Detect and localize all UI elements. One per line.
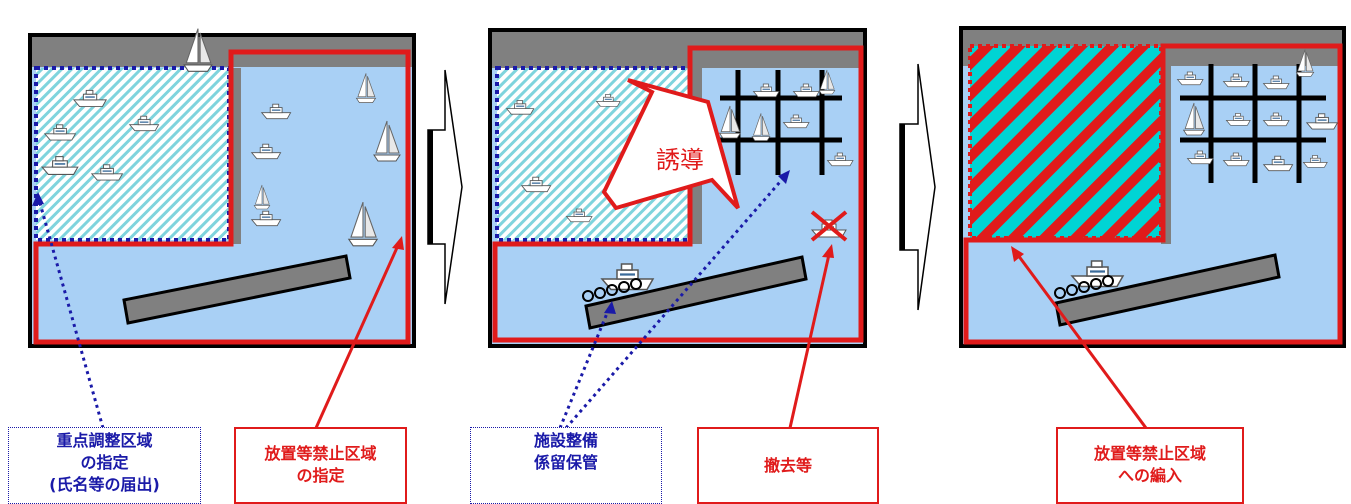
pointer-incorporation (1013, 250, 1148, 429)
prohibited-zone-outline (492, 45, 864, 343)
label-prohibited-line2: の指定 (296, 466, 345, 485)
label-facility-line1: 施設整備 (533, 431, 598, 450)
label-incorporation-line2: への編入 (1117, 466, 1182, 485)
incorporated-zone (968, 44, 1163, 240)
priority-zone (34, 66, 231, 242)
pointer-lines (32, 170, 1148, 429)
prohibited-zone-outline (963, 43, 1343, 345)
panel-before (28, 27, 416, 348)
step-arrow-2 (899, 63, 936, 311)
label-removal: 撤去等 (697, 427, 879, 504)
pier (584, 255, 808, 330)
pointer-facility-a (558, 305, 612, 429)
guidance-arrow (601, 78, 740, 211)
label-prohibited-zone: 放置等禁止区域 の指定 (234, 427, 407, 504)
pier (1054, 253, 1281, 327)
prohibited-zone-outline (33, 49, 411, 345)
label-incorporation-line1: 放置等禁止区域 (1093, 444, 1206, 463)
label-incorporation: 放置等禁止区域 への編入 (1056, 427, 1244, 504)
step-arrow-1 (427, 69, 463, 305)
label-prohibited-line1: 放置等禁止区域 (264, 444, 377, 463)
removal-x-icon (810, 210, 848, 242)
pointer-prohibited-zone (314, 240, 402, 429)
panel-after (959, 26, 1346, 348)
label-priority-line2: の指定 (80, 453, 129, 472)
label-priority-line1: 重点調整区域 (56, 431, 153, 450)
label-removal-line1: 撤去等 (763, 455, 812, 475)
label-priority-zone: 重点調整区域 の指定 (氏名等の届出) (8, 427, 201, 504)
pointer-priority-zone (36, 195, 105, 429)
label-facility: 施設整備 係留保管 (470, 427, 662, 504)
panel-during: 誘導 (488, 28, 867, 348)
mooring-grid (1180, 64, 1326, 183)
pointer-removal (788, 249, 832, 429)
mooring-grid (720, 70, 842, 175)
label-priority-line3: (氏名等の届出) (49, 475, 160, 494)
label-facility-line2: 係留保管 (533, 453, 598, 472)
pier (122, 254, 352, 325)
guidance-label: 誘導 (656, 147, 704, 174)
